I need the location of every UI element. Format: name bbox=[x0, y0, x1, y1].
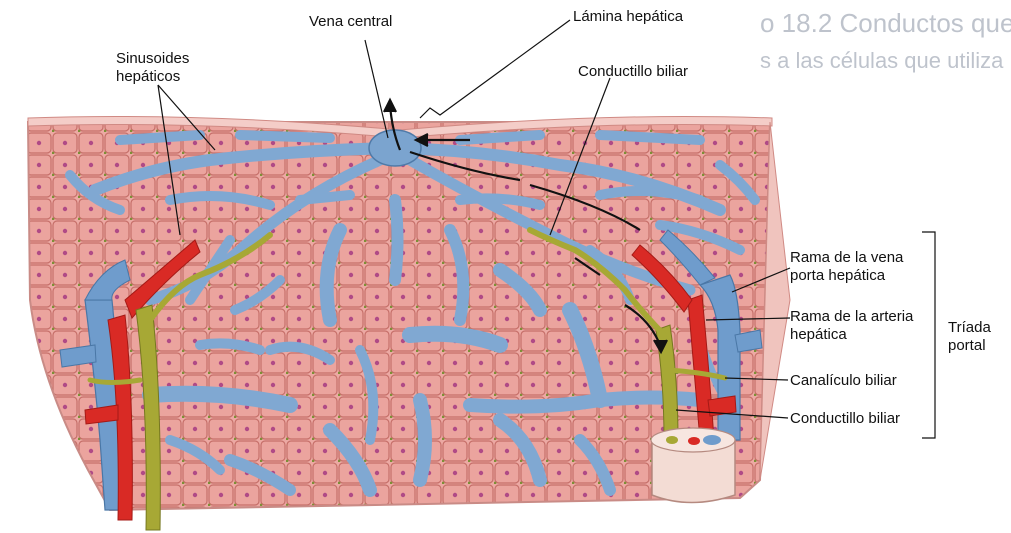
background-heading-line1: o 18.2 Conductos que excreta bbox=[760, 8, 1011, 38]
label-lamina-hepatica: Lámina hepática bbox=[573, 8, 684, 25]
label-triada-line2: portal bbox=[948, 337, 986, 354]
cross-section-artery bbox=[688, 437, 700, 445]
triada-bracket bbox=[922, 232, 935, 438]
label-conductillo-bottom: Conductillo biliar bbox=[790, 410, 900, 427]
label-canaliculo: Canalículo biliar bbox=[790, 372, 897, 389]
label-conductillo-top: Conductillo biliar bbox=[578, 63, 688, 80]
label-rama-arteria-line2: hepática bbox=[790, 326, 847, 343]
leader-lamina bbox=[420, 20, 570, 118]
arrow-head-up bbox=[384, 100, 396, 112]
left-bile-loop bbox=[90, 380, 140, 383]
background-heading-line2: s a las células que utiliza bbox=[760, 48, 1004, 73]
label-sinusoides-line2: hepáticos bbox=[116, 68, 180, 85]
label-triada-line1: Tríada bbox=[948, 319, 991, 336]
cross-section-vein bbox=[703, 435, 721, 445]
label-sinusoides-line1: Sinusoides bbox=[116, 50, 189, 67]
label-rama-vena-line1: Rama de la vena bbox=[790, 249, 904, 266]
label-rama-arteria-line1: Rama de la arteria bbox=[790, 308, 914, 325]
cross-section-bile bbox=[666, 436, 678, 444]
label-vena-central: Vena central bbox=[309, 13, 392, 30]
label-rama-vena-line2: porta hepática bbox=[790, 267, 886, 284]
